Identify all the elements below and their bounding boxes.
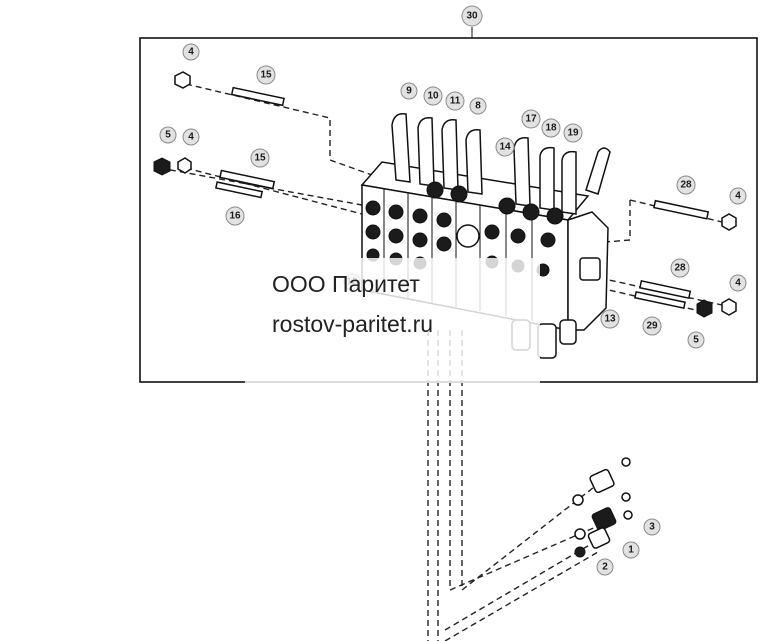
callout-28-upper: 28	[676, 175, 696, 195]
callout-15-top: 15	[256, 65, 276, 85]
svg-text:29: 29	[646, 321, 658, 332]
callout-17: 17	[521, 109, 541, 129]
svg-text:16: 16	[229, 211, 241, 222]
svg-text:8: 8	[475, 101, 481, 112]
callout-4-top-left: 4	[182, 43, 200, 61]
callout-1: 1	[622, 541, 640, 559]
watermark-company: ООО Паритет	[272, 271, 420, 297]
svg-text:11: 11	[450, 96, 461, 107]
svg-text:4: 4	[735, 278, 741, 289]
callout-28-lower: 28	[670, 258, 690, 278]
stud-28-upper-right	[653, 199, 710, 220]
callout-15-left: 15	[250, 148, 270, 168]
callout-4-upper-right: 4	[729, 187, 747, 205]
stud-28-29-lower-right	[634, 280, 692, 310]
callout-19: 19	[563, 123, 583, 143]
svg-text:17: 17	[525, 114, 537, 125]
callout-14: 14	[495, 137, 515, 157]
svg-text:28: 28	[680, 180, 692, 191]
svg-text:19: 19	[567, 128, 579, 139]
callout-29: 29	[642, 316, 662, 336]
stud-15-16-left	[215, 169, 276, 199]
nut-4-upper-right	[721, 213, 737, 231]
stud-15-top	[230, 86, 285, 107]
svg-text:3: 3	[649, 522, 655, 533]
watermark-site: rostov-paritet.ru	[272, 311, 434, 337]
control-levers	[391, 112, 611, 225]
svg-text:4: 4	[188, 47, 194, 58]
svg-text:15: 15	[260, 70, 272, 81]
callout-13: 13	[600, 309, 620, 329]
callout-5-left: 5	[159, 126, 177, 144]
fitting-lower	[574, 527, 611, 558]
svg-text:9: 9	[406, 86, 412, 97]
fitting-middle	[574, 492, 633, 540]
callout-10: 10	[423, 86, 443, 106]
washer-4-left	[177, 157, 192, 174]
svg-text:4: 4	[188, 132, 194, 143]
callout-9: 9	[400, 82, 418, 100]
callout-2: 2	[596, 558, 614, 576]
callout-8: 8	[469, 97, 487, 115]
callout-5-right: 5	[687, 331, 705, 349]
svg-text:28: 28	[674, 263, 686, 274]
callout-16: 16	[225, 206, 245, 226]
nut-4-top-left	[174, 71, 191, 89]
nut-5-left	[153, 157, 171, 176]
svg-text:15: 15	[254, 153, 266, 164]
svg-text:18: 18	[545, 123, 557, 134]
callout-11: 11	[445, 91, 465, 111]
callout-4-lower-right: 4	[729, 274, 747, 292]
svg-text:1: 1	[628, 545, 634, 556]
svg-text:10: 10	[427, 91, 439, 102]
svg-text:2: 2	[602, 562, 608, 573]
nut-5-lower-right	[696, 299, 713, 318]
callout-4-left: 4	[182, 128, 200, 146]
svg-text:4: 4	[735, 191, 741, 202]
nut-4-lower-right	[721, 298, 737, 316]
svg-text:5: 5	[165, 130, 171, 141]
svg-text:14: 14	[499, 142, 511, 153]
fitting-upper	[572, 457, 631, 506]
svg-text:13: 13	[604, 314, 616, 325]
callout-3: 3	[643, 518, 661, 536]
callout-30: 30	[461, 5, 483, 27]
watermark-backdrop	[245, 258, 540, 383]
callout-18: 18	[541, 118, 561, 138]
svg-text:5: 5	[693, 335, 699, 346]
svg-text:30: 30	[466, 11, 478, 22]
